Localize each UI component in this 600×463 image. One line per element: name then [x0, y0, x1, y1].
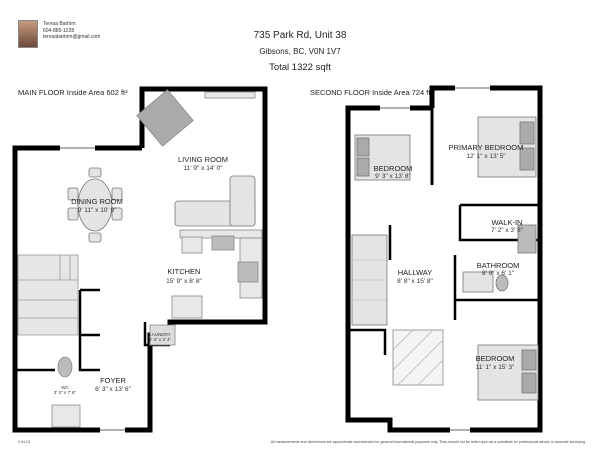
room-dims: 7' 2" x 3' 8" — [491, 227, 524, 234]
room-name: BEDROOM — [374, 164, 413, 173]
room-dims: 9' 3" x 13' 8" — [375, 173, 411, 180]
room-dims: 8' 9" x 6' 1" — [482, 270, 515, 277]
plan-date: 0.24.24 — [18, 440, 30, 444]
room-name: BATHROOM — [477, 261, 520, 270]
agent-info: Teresa Bartrim 604-885-1228 teresabartri… — [43, 21, 100, 41]
room-dims: 6' 3" x 13' 6" — [95, 386, 131, 393]
disclaimer: All measurements and dimensions are appr… — [270, 440, 585, 444]
agent-email: teresabartrim@gmail.com — [43, 34, 101, 40]
main-floor-title: MAIN FLOOR Inside Area 602 ft² — [18, 88, 128, 97]
property-city: Gibsons, BC, V0N 1V7 — [259, 47, 341, 56]
room-labels: LIVING ROOM 11' 9" x 14' 0" DINING ROOM … — [54, 143, 524, 395]
room-dims: 9' 11" x 10' 9" — [78, 207, 117, 214]
room-dims: 3' 3" x 3' 4" — [149, 337, 172, 342]
room-dims: 8' 8" x 15' 8" — [397, 278, 433, 285]
room-dims: 3' 3" x 7' 6" — [54, 390, 77, 395]
room-name: WALK-IN — [492, 218, 523, 227]
room-dims: 11' 1" x 15' 3" — [476, 364, 515, 371]
second-floor-title: SECOND FLOOR Inside Area 724 ft² — [310, 88, 433, 97]
room-name: BEDROOM — [476, 354, 515, 363]
room-name: FOYER — [100, 376, 126, 385]
room-name: LIVING ROOM — [178, 155, 228, 164]
room-dims: 15' 9" x 8' 8" — [166, 278, 202, 285]
room-name: WC — [61, 385, 69, 390]
room-name: PRIMARY BEDROOM — [449, 143, 524, 152]
agent-photo — [18, 20, 38, 48]
agent-name: Teresa Bartrim — [43, 21, 76, 27]
room-dims: 12' 1" x 13' 5" — [466, 153, 506, 160]
room-name: LAUNDRY — [149, 332, 170, 337]
second-floor-plan — [345, 85, 543, 433]
agent-phone: 604-885-1228 — [43, 27, 75, 34]
property-address: 735 Park Rd, Unit 38 — [253, 30, 347, 41]
main-floor-plan — [12, 86, 268, 433]
room-name: HALLWAY — [398, 268, 432, 277]
room-name: DINING ROOM — [71, 197, 123, 206]
property-total: Total 1322 sqft — [269, 62, 331, 73]
room-name: KITCHEN — [168, 267, 201, 276]
room-dims: 11' 9" x 14' 0" — [184, 165, 223, 172]
